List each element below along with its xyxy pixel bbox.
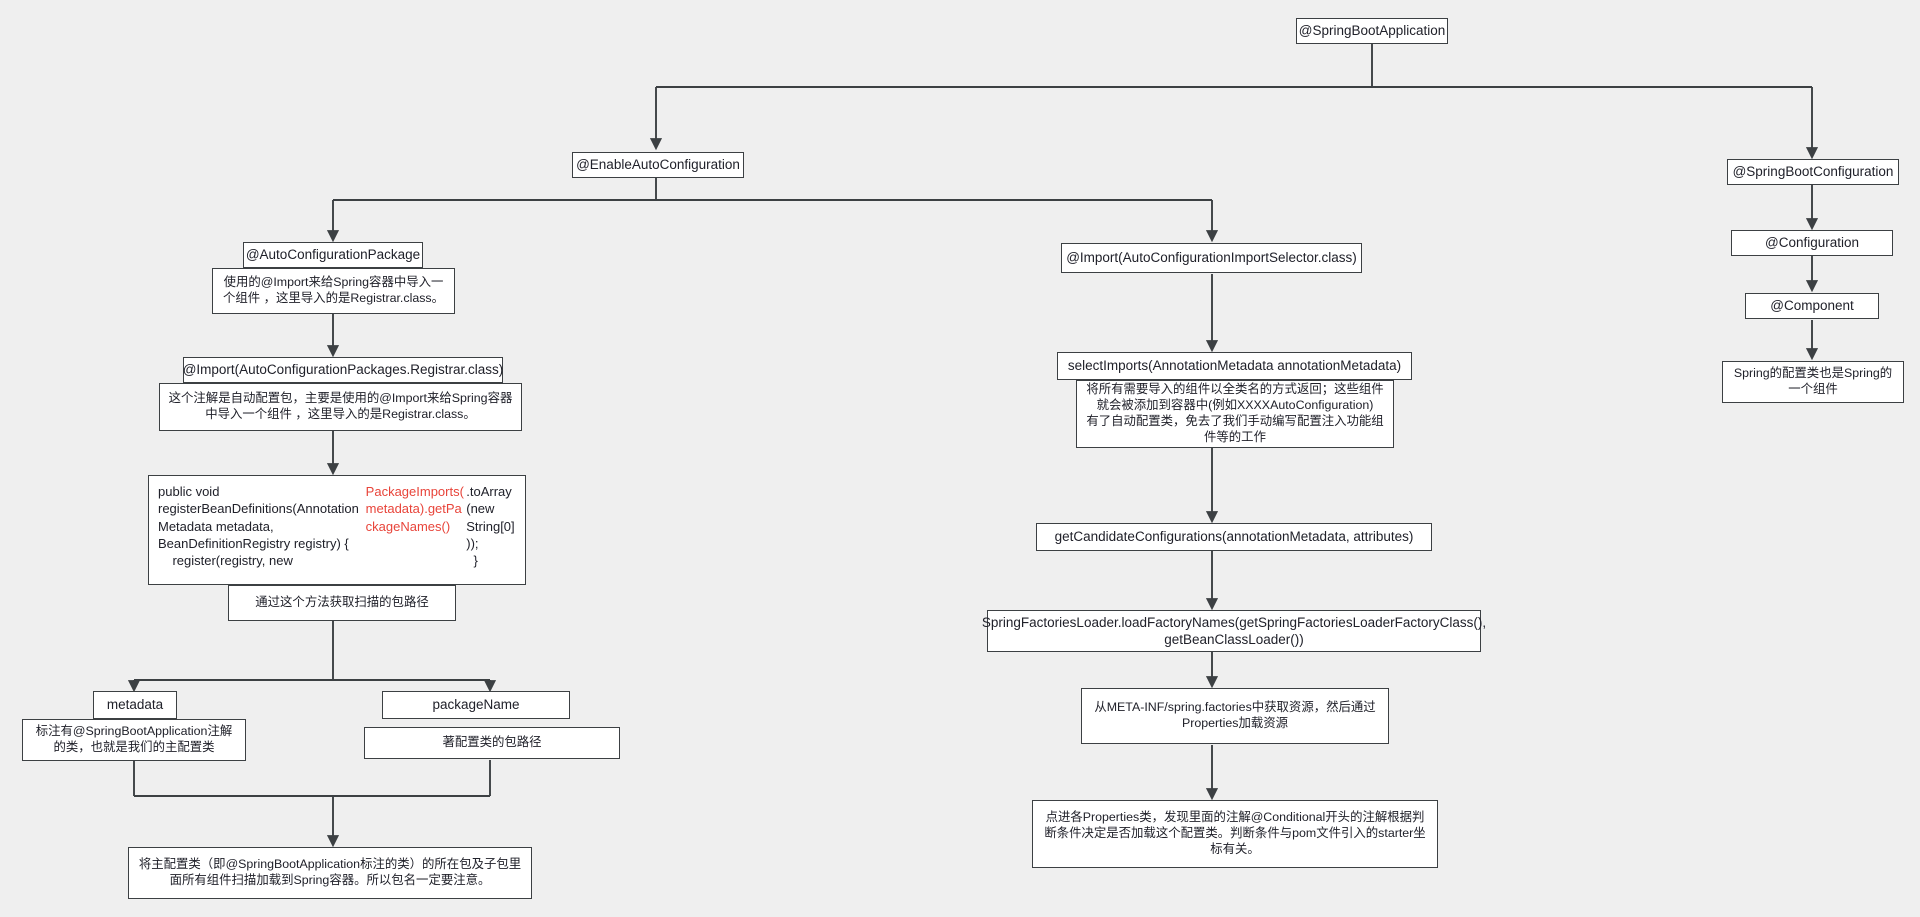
node-auto-configuration-package[interactable]: @AutoConfigurationPackage — [243, 242, 423, 268]
node-enable-auto-configuration[interactable]: @EnableAutoConfiguration — [572, 152, 744, 178]
code-line-post: .toArray(new String[0])); } — [466, 484, 515, 569]
node-get-candidate-configurations[interactable]: getCandidateConfigurations(annotationMet… — [1036, 523, 1432, 551]
node-code-register-bean-definitions: public void registerBeanDefinitions(Anno… — [148, 475, 526, 585]
node-import-selector[interactable]: @Import(AutoConfigurationImportSelector.… — [1061, 243, 1362, 273]
node-select-imports[interactable]: selectImports(AnnotationMetadata annotat… — [1057, 352, 1412, 380]
node-metadata[interactable]: metadata — [93, 691, 177, 719]
code-line-pre: public void registerBeanDefinitions(Anno… — [158, 484, 359, 569]
node-component[interactable]: @Component — [1745, 293, 1879, 319]
node-component-note: Spring的配置类也是Spring的一个组件 — [1722, 361, 1904, 403]
node-package-name-note: 著配置类的包路径 — [364, 727, 620, 759]
node-package-name[interactable]: packageName — [382, 691, 570, 719]
node-conditional-note: 点进各Properties类，发现里面的注解@Conditional开头的注解根… — [1032, 800, 1438, 868]
code-highlight: PackageImports(metadata).getPackageNames… — [365, 484, 464, 534]
node-get-scan-path-note: 通过这个方法获取扫描的包路径 — [228, 585, 456, 621]
node-auto-configuration-package-note: 使用的@Import来给Spring容器中导入一个组件 ，这里导入的是Regis… — [212, 268, 455, 314]
node-spring-boot-configuration[interactable]: @SpringBootConfiguration — [1727, 159, 1899, 185]
node-load-factory-names[interactable]: SpringFactoriesLoader.loadFactoryNames(g… — [982, 610, 1486, 652]
node-meta-inf-note: 从META-INF/spring.factories中获取资源，然后通过Prop… — [1081, 688, 1389, 744]
node-configuration[interactable]: @Configuration — [1731, 230, 1893, 256]
node-scan-result-note: 将主配置类（即@SpringBootApplication标注的类）的所在包及子… — [128, 847, 532, 899]
node-metadata-note: 标注有@SpringBootApplication注解的类，也就是我们的主配置类 — [22, 719, 246, 761]
node-import-registrar-note: 这个注解是自动配置包，主要是使用的@Import来给Spring容器中导入一个组… — [159, 383, 522, 431]
node-select-imports-note: 将所有需要导入的组件以全类名的方式返回；这些组件就会被添加到容器中(例如XXXX… — [1076, 380, 1394, 448]
node-import-registrar[interactable]: @Import(AutoConfigurationPackages.Regist… — [183, 357, 503, 383]
node-spring-boot-application[interactable]: @SpringBootApplication — [1296, 18, 1448, 44]
